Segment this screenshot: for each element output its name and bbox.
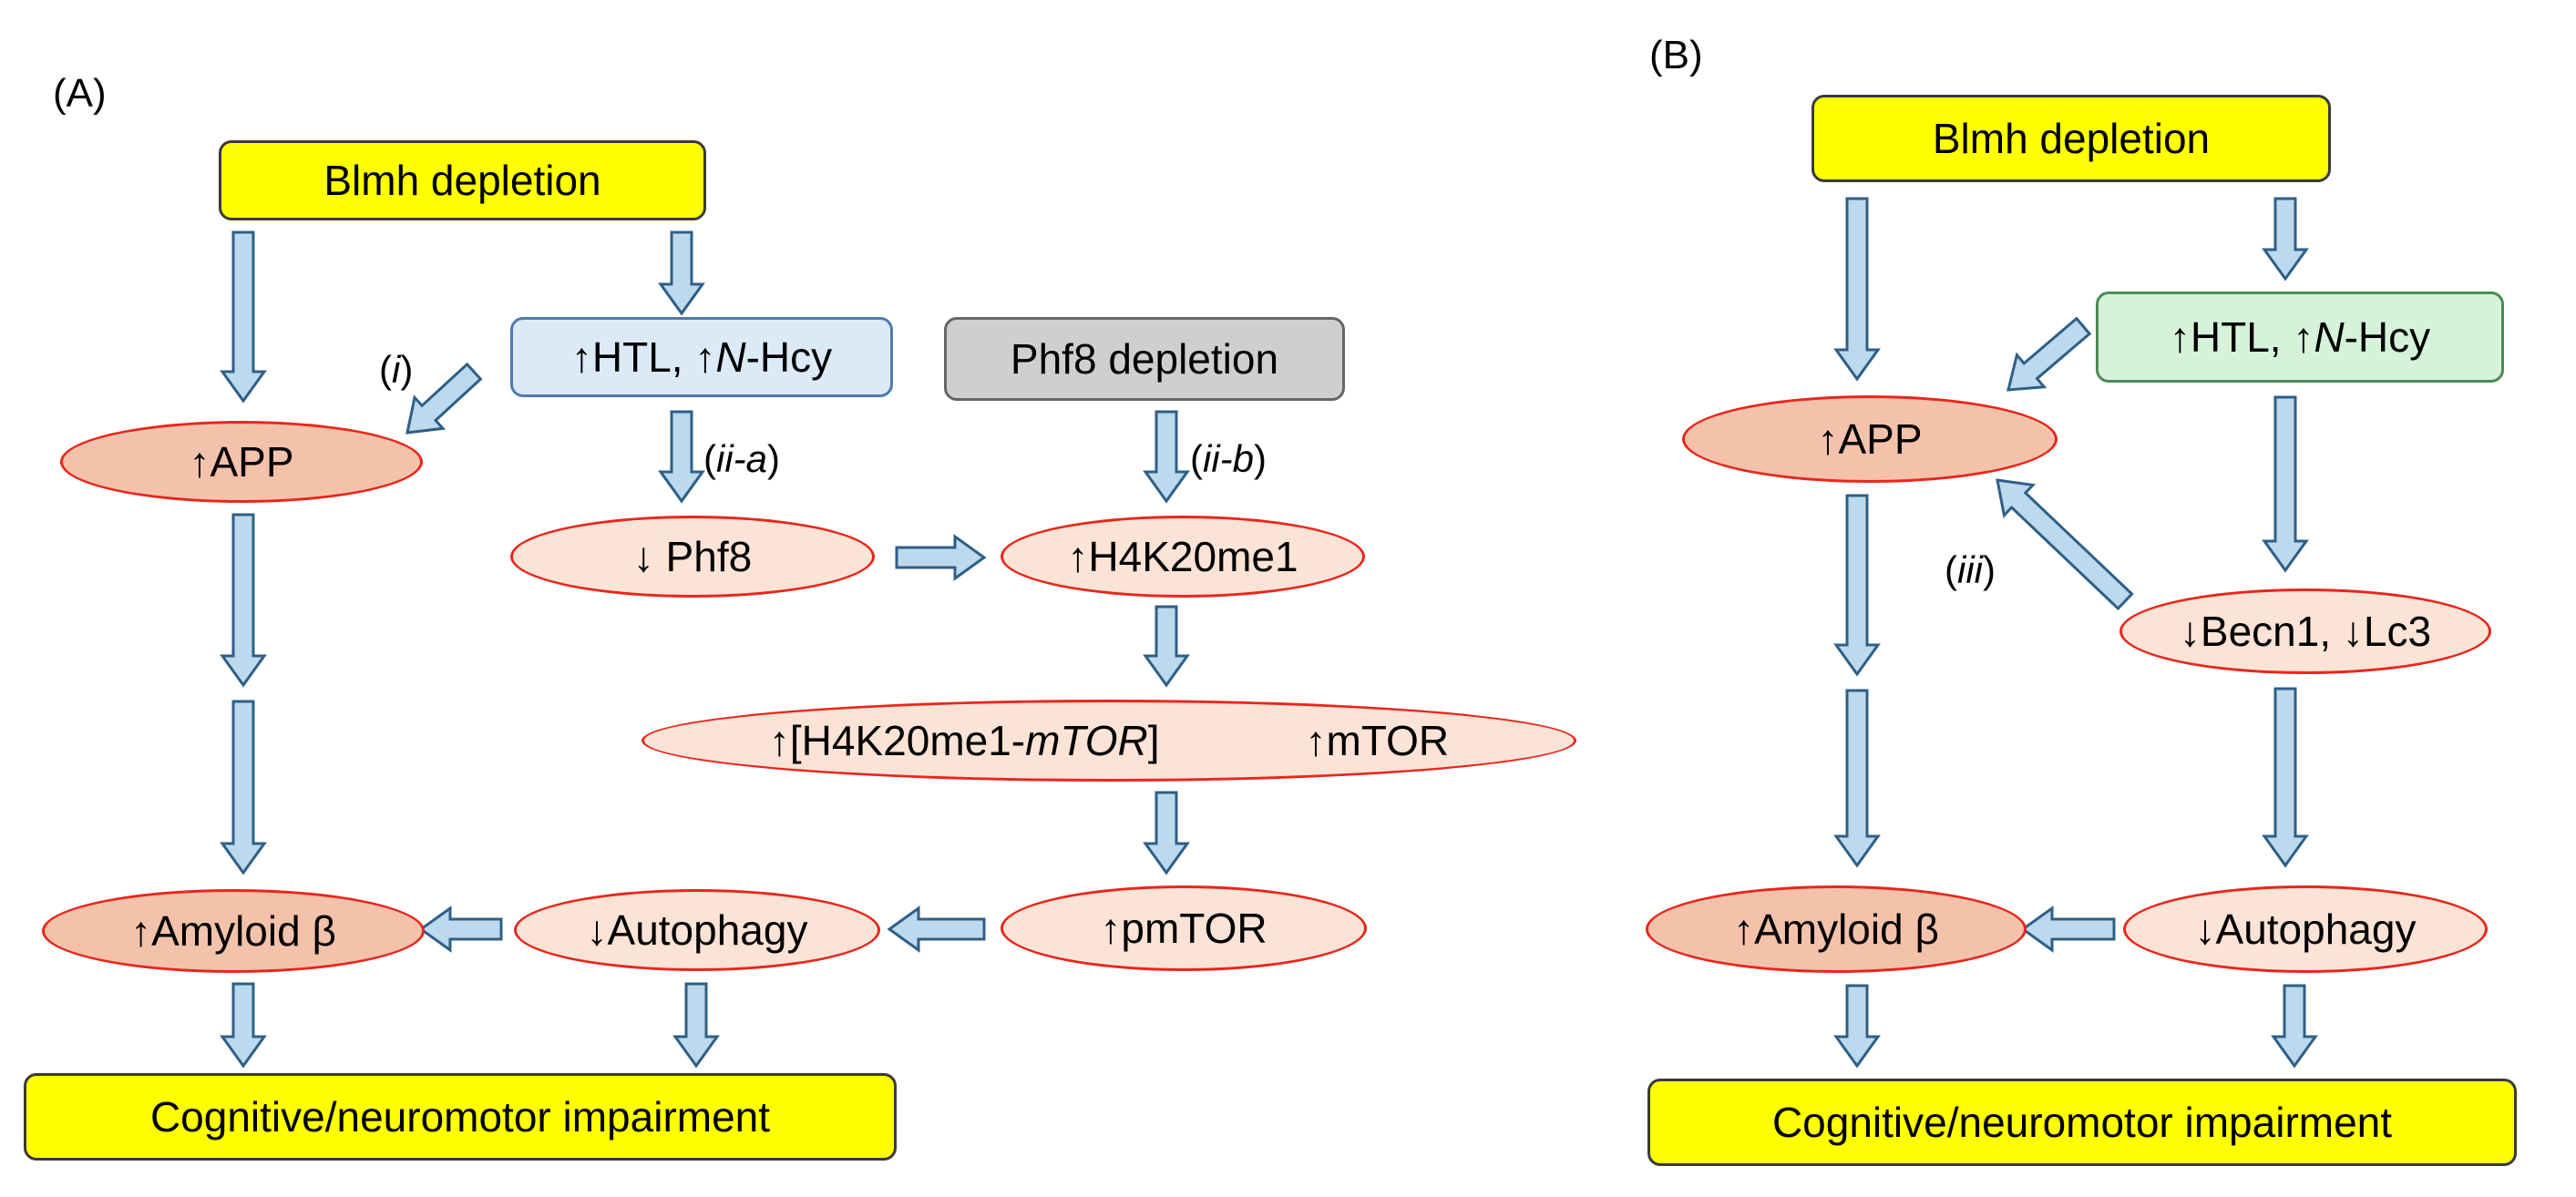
panel-a-amyloid: ↑Amyloid β (42, 889, 425, 973)
panel-a-autophagy: ↓Autophagy (514, 889, 880, 971)
panel-a-app: ↑APP (60, 421, 423, 503)
panel-a-h4k-mtor-gene: mTOR (1025, 717, 1148, 764)
arrow-b-htl-to-becn (2262, 395, 2309, 573)
panel-a-phf8-depletion: Phf8 depletion (944, 317, 1345, 401)
arrow-b-app-to-amyloid (1833, 689, 1881, 868)
panel-b-amyloid: ↑Amyloid β (1646, 885, 2027, 973)
panel-b-cognitive-impairment: Cognitive/neuromotor impairment (1647, 1079, 2517, 1166)
panel-a-cognitive-impairment: Cognitive/neuromotor impairment (24, 1073, 897, 1161)
panel-a-htl-text-end: -Hcy (745, 333, 833, 381)
panel-b-step-iii: (iii) (1945, 548, 1996, 591)
panel-a-h4k20me1: ↑H4K20me1 (1001, 516, 1365, 598)
panel-a-label: (A) (53, 71, 107, 116)
panel-a-htl-text: ↑HTL, ↑ (570, 333, 716, 381)
panel-a-step-iib: (ii-b) (1190, 437, 1267, 480)
panel-b-htl-n: N (2314, 313, 2345, 361)
arrow-b-becn-to-app (1996, 478, 2134, 611)
arrow-b-becn-to-autophagy (2262, 687, 2309, 868)
arrow-b-app-down (1833, 494, 1881, 677)
arrow-a-phf8-to-h4k (895, 534, 987, 581)
arrow-b-blmh-to-app (1833, 197, 1881, 382)
arrow-a-app-down (220, 513, 267, 688)
arrow-b-autophagy-to-amyloid (2020, 905, 2116, 953)
arrow-a-autophagy-to-amyloid (418, 905, 503, 953)
panel-b-autophagy: ↓Autophagy (2123, 885, 2488, 973)
panel-a-step-i: (i) (379, 348, 414, 391)
panel-b-htl-text-end: -Hcy (2344, 313, 2431, 361)
panel-b-blmh-depletion: Blmh depletion (1811, 95, 2331, 182)
arrow-a-blmh-to-app (220, 230, 267, 404)
arrow-a-h4k-to-h4kmtor (1143, 605, 1190, 688)
arrow-a-htl-to-app (405, 362, 483, 435)
panel-a-step-iia: (ii-a) (703, 437, 781, 480)
panel-a-blmh-depletion: Blmh depletion (219, 140, 706, 220)
arrow-a-phf8dep-to-h4k (1143, 410, 1190, 504)
panel-b-htl-text: ↑HTL, ↑ (2169, 313, 2314, 361)
arrow-b-blmh-to-htl (2262, 197, 2309, 281)
panel-a-htl-nhcy: ↑HTL, ↑N-Hcy (510, 317, 893, 397)
panel-a-pmtor: ↑pmTOR (1001, 885, 1367, 971)
panel-b-app: ↑APP (1682, 395, 2058, 483)
panel-a-phf8: ↓ Phf8 (510, 516, 875, 598)
panel-a-h4k-mtor-bracket: ] (1147, 717, 1160, 764)
arrow-a-mtor-to-pmtor (1143, 791, 1190, 875)
arrow-a-autophagy-to-cognitive (672, 982, 720, 1069)
arrow-a-amyloid-to-cognitive (220, 982, 267, 1069)
panel-a-h4k20me1-mtor: ↑[H4K20me1-mTOR] ↑mTOR (641, 700, 1576, 782)
arrow-a-app-to-amyloid (220, 700, 267, 875)
arrow-a-htl-to-phf8 (658, 410, 705, 504)
panel-a-htl-n: N (715, 333, 746, 381)
panel-a-h4k-mtor-text: ↑[H4K20me1- (768, 717, 1026, 764)
panel-b-htl-nhcy: ↑HTL, ↑N-Hcy (2096, 292, 2504, 383)
arrow-b-amyloid-to-cognitive (1833, 984, 1881, 1069)
panel-b-label: (B) (1649, 33, 1703, 77)
arrow-b-autophagy-to-cognitive (2271, 984, 2318, 1069)
arrow-a-blmh-to-htl (658, 230, 705, 316)
arrow-a-pmtor-to-autophagy (887, 905, 986, 953)
arrow-b-htl-to-app (2006, 316, 2092, 392)
panel-a-mtor: ↑mTOR (1305, 717, 1450, 764)
panel-b-becn1-lc3: ↓Becn1, ↓Lc3 (2119, 588, 2491, 674)
